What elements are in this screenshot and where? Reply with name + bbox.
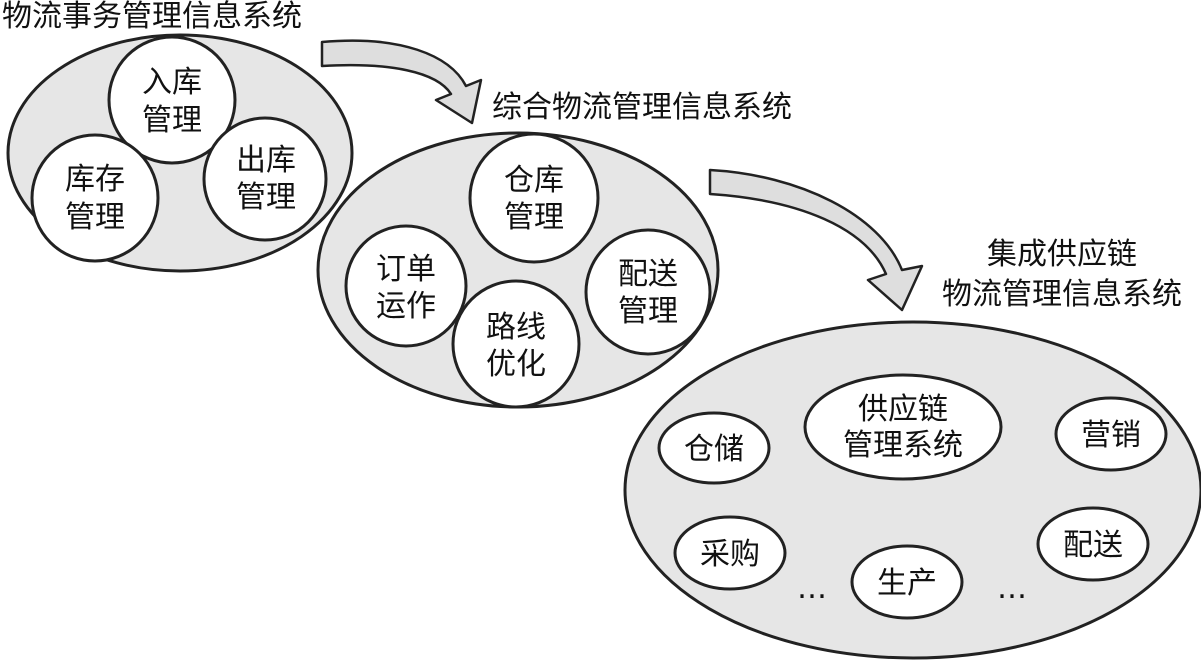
node-inbound-line2: 管理 [142,103,202,138]
arrow-stage1-to-2 [320,39,483,125]
ellipsis-left: … [797,571,827,606]
node-marketing [1054,396,1168,472]
node-outbound [202,116,328,242]
arrow-stage2-to-3 [708,168,924,312]
node-order [344,224,468,348]
node-inventory-line1: 库存 [65,162,125,197]
node-route [451,279,581,409]
stage3-title-line2: 物流管理信息系统 [942,277,1182,312]
node-scm-line1: 供应链 [858,392,948,427]
node-scm [803,373,1003,481]
node-inventory-line2: 管理 [65,200,125,235]
node-distribution [1036,506,1150,582]
node-storage [657,411,771,485]
node-production [850,544,964,620]
node-outbound-line1: 出库 [236,143,296,178]
node-route-line2: 优化 [486,347,546,382]
node-inventory [30,133,160,263]
node-warehouse-line2: 管理 [504,200,564,235]
node-production-label: 生产 [877,566,937,601]
node-order-line1: 订单 [376,252,436,287]
node-order-line2: 运作 [376,289,436,324]
node-route-line1: 路线 [486,310,546,345]
node-inbound [107,35,237,165]
node-purchasing [673,515,787,591]
node-purchasing-label: 采购 [700,537,760,572]
stage1-title: 物流事务管理信息系统 [2,0,302,34]
stage3-title-line1: 集成供应链 [987,237,1137,272]
stage2-title: 综合物流管理信息系统 [492,90,792,125]
node-delivery [584,228,712,356]
node-warehouse-line1: 仓库 [504,163,564,198]
node-delivery-line1: 配送 [618,257,678,292]
node-distribution-label: 配送 [1063,528,1123,563]
node-scm-line2: 管理系统 [843,428,963,463]
node-delivery-line2: 管理 [618,294,678,329]
node-inbound-line1: 入库 [142,65,202,100]
node-marketing-label: 营销 [1081,418,1141,453]
node-storage-label: 仓储 [684,432,744,467]
ellipsis-right: … [997,571,1027,606]
node-warehouse [468,132,600,264]
node-outbound-line2: 管理 [236,180,296,215]
